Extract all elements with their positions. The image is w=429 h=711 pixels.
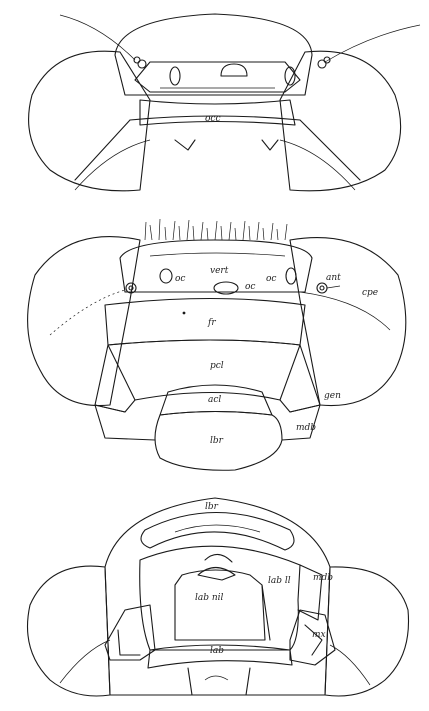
antenna-right	[325, 25, 420, 62]
labrum	[141, 513, 294, 551]
vertex-setae	[145, 219, 287, 240]
compound-eye-left	[29, 51, 150, 191]
label-pcl: pcl	[210, 361, 224, 371]
label-lbr: lbr	[210, 436, 224, 446]
compound-eye-right	[280, 51, 401, 191]
label-lbr: lbr	[205, 502, 219, 512]
compound-eye-right	[290, 238, 406, 406]
label-oc-left: oc	[175, 274, 185, 284]
label-gen: gen	[324, 391, 341, 401]
label-occ: occ	[205, 114, 221, 124]
maxilla-left	[105, 605, 155, 660]
label-acl: acl	[208, 395, 221, 405]
label-oc-right: oc	[266, 274, 276, 284]
anterior-view: vert oc oc oc ant cpe fr pcl acl gen mdb…	[28, 219, 406, 470]
compound-eye-left	[28, 237, 140, 406]
ocellus-right	[286, 268, 296, 284]
label-mx: mx	[312, 630, 326, 640]
frons	[105, 299, 305, 346]
label-vert: vert	[210, 266, 229, 276]
label-cpe: cpe	[362, 288, 378, 298]
ventral-view: lbr lab ll mdb lab nil lab mx	[28, 498, 409, 696]
median-ocellus	[221, 64, 247, 76]
ocellus-left	[170, 67, 180, 85]
labellum-pad	[175, 570, 265, 640]
label-fr: fr	[207, 318, 216, 328]
mandible-left	[95, 405, 155, 440]
label-lab: lab	[210, 646, 224, 656]
label-lab-ll: lab ll	[268, 576, 291, 586]
compound-eye-left	[28, 566, 111, 696]
ocellus-right	[285, 67, 295, 85]
label-ant: ant	[326, 273, 341, 283]
antenna-socket-right	[317, 283, 327, 293]
ocellus-left	[160, 269, 172, 283]
posterior-view: occ	[29, 14, 420, 191]
gena-right	[280, 345, 320, 412]
label-mdb: mdb	[313, 573, 333, 583]
postclypeus	[108, 340, 300, 400]
label-mdb: mdb	[296, 423, 316, 433]
label-oc-median: oc	[245, 282, 255, 292]
label-lab-nil: lab nil	[195, 593, 224, 603]
compound-eye-right	[325, 567, 409, 696]
vertex-dome	[115, 14, 312, 95]
